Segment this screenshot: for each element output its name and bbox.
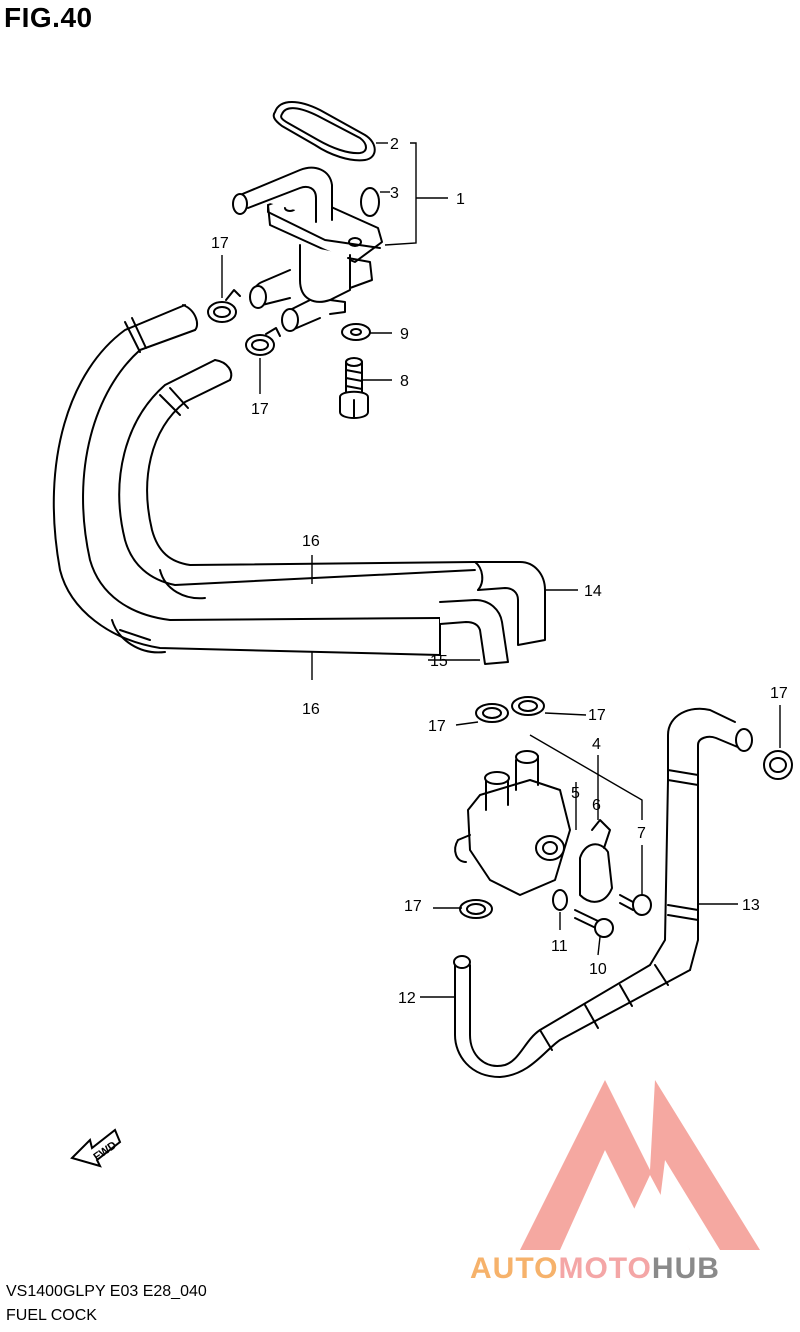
callout-4: 4 <box>592 736 601 753</box>
gasket-ring <box>272 101 376 162</box>
callout-2: 2 <box>390 136 399 153</box>
callout-9: 9 <box>400 326 409 343</box>
o-ring-small <box>360 187 380 217</box>
callout-16-b: 16 <box>302 701 320 718</box>
callout-17-d: 17 <box>428 718 446 735</box>
fuel-hose-13 <box>649 707 753 971</box>
leader-lines <box>221 142 781 998</box>
hose-clamp-lower-4 <box>763 750 793 780</box>
hose-clamp-lower-2 <box>511 696 545 716</box>
figure-title: FIG.40 <box>4 2 93 33</box>
hose-elbow-15 <box>439 599 509 665</box>
hose-clamp-lower-3 <box>459 899 493 919</box>
hose-clamp-upper-1 <box>207 289 241 323</box>
washer-11 <box>552 889 568 911</box>
watermark-text: AUTOMOTOHUB <box>470 1252 720 1286</box>
callout-17-e: 17 <box>588 707 606 724</box>
callout-10: 10 <box>589 961 607 978</box>
callout-14: 14 <box>584 583 602 600</box>
fuel-hose-outer <box>52 304 441 656</box>
watermark-logo <box>520 1080 760 1250</box>
callout-1: 1 <box>456 191 465 208</box>
fuel-hose-12 <box>453 955 691 1078</box>
fuel-cock-upper <box>232 166 383 332</box>
callout-13: 13 <box>742 897 760 914</box>
callout-17-f: 17 <box>404 898 422 915</box>
hose-elbow-14 <box>474 561 546 646</box>
callout-labels: 2 1 3 17 9 8 17 16 14 15 16 17 17 17 4 5… <box>211 136 788 1007</box>
watermark-auto: AUTO <box>470 1252 559 1285</box>
callout-17-b: 17 <box>251 401 269 418</box>
screw-10 <box>574 909 614 938</box>
callout-7: 7 <box>637 825 646 842</box>
fwd-arrow-icon: FWD <box>70 1128 122 1168</box>
callout-11: 11 <box>551 938 568 955</box>
hose-clamp-upper-2 <box>245 327 281 356</box>
callout-3: 3 <box>390 185 399 202</box>
callout-6: 6 <box>592 797 601 814</box>
callout-17-c: 17 <box>770 685 788 702</box>
callout-12: 12 <box>398 990 416 1007</box>
callout-15: 15 <box>430 653 448 670</box>
callout-17-a: 17 <box>211 235 229 252</box>
callout-16-a: 16 <box>302 533 320 550</box>
hose-clamp-lower-1 <box>475 703 509 723</box>
bolt <box>339 357 369 419</box>
fuel-cock-lower <box>454 750 613 903</box>
callout-5: 5 <box>571 785 580 802</box>
section-name: FUEL COCK <box>6 1307 97 1324</box>
callout-8: 8 <box>400 373 409 390</box>
screw-7 <box>619 894 652 916</box>
washer <box>341 323 371 341</box>
watermark-moto: MOTO <box>558 1252 652 1285</box>
model-code: VS1400GLPY E03 E28_040 <box>6 1283 207 1300</box>
watermark-hub: HUB <box>651 1252 720 1285</box>
fuel-hose-inner <box>118 359 476 600</box>
